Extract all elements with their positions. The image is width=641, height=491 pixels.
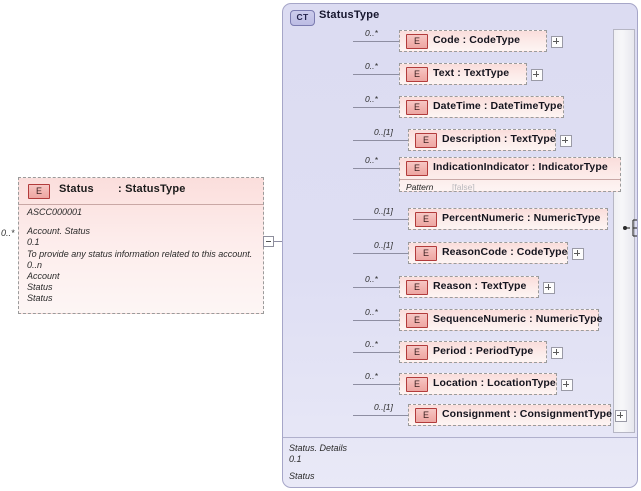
element-type-name: StatusType bbox=[125, 183, 186, 195]
footer-line-3: Status bbox=[289, 471, 315, 481]
annotation-line: To provide any status information relate… bbox=[27, 248, 253, 259]
element-row-location[interactable]: E Location : LocationType bbox=[399, 373, 557, 395]
row-cardinality: 0..[1] bbox=[374, 402, 393, 412]
row-connector bbox=[353, 384, 399, 385]
minus-icon[interactable] bbox=[263, 236, 274, 247]
annotation-line: Account bbox=[27, 271, 60, 282]
element-badge-icon: E bbox=[415, 246, 437, 261]
element-badge-icon: E bbox=[28, 184, 50, 199]
row-cardinality: 0..* bbox=[365, 371, 378, 381]
annotation-line: Status bbox=[27, 293, 53, 304]
element-row-datetime[interactable]: E DateTime : DateTimeType bbox=[399, 96, 564, 118]
row-connector bbox=[353, 168, 399, 169]
complextype-badge-icon: CT bbox=[290, 10, 315, 26]
facet-row-pattern: Pattern [false] bbox=[400, 179, 620, 194]
element-badge-icon: E bbox=[406, 280, 428, 295]
model-group-bar bbox=[613, 29, 635, 433]
row-connector bbox=[353, 320, 399, 321]
element-row-text[interactable]: E Text : TextType bbox=[399, 63, 527, 85]
element-badge-icon: E bbox=[406, 313, 428, 328]
element-badge-icon: E bbox=[406, 161, 428, 176]
annotation-line: 0.1 bbox=[27, 237, 40, 248]
expand-icon[interactable] bbox=[572, 248, 584, 260]
element-badge-icon: E bbox=[406, 100, 428, 115]
element-row-period[interactable]: E Period : PeriodType bbox=[399, 341, 547, 363]
row-connector bbox=[353, 41, 399, 42]
element-box-status[interactable]: E Status : StatusType ASCC000001 Account… bbox=[18, 177, 264, 314]
element-row-label: Period : PeriodType bbox=[433, 345, 534, 357]
row-connector bbox=[353, 140, 408, 141]
element-row-label: Description : TextType bbox=[442, 133, 556, 145]
element-badge-icon: E bbox=[406, 345, 428, 360]
sequence-icon bbox=[623, 219, 637, 237]
expand-icon[interactable] bbox=[615, 410, 627, 422]
element-row-label: Text : TextType bbox=[433, 67, 510, 79]
element-type: : StatusType bbox=[118, 183, 186, 195]
element-row-label: SequenceNumeric : NumericType bbox=[433, 313, 603, 325]
footer-line-2: 0.1 bbox=[289, 454, 302, 464]
element-badge-icon: E bbox=[415, 133, 437, 148]
element-row-code[interactable]: E Code : CodeType bbox=[399, 30, 547, 52]
element-row-label: ReasonCode : CodeType bbox=[442, 246, 568, 258]
expand-icon[interactable] bbox=[531, 69, 543, 81]
element-row-description[interactable]: E Description : TextType bbox=[408, 129, 556, 151]
expand-icon[interactable] bbox=[551, 347, 563, 359]
row-connector bbox=[353, 352, 399, 353]
row-connector bbox=[353, 74, 399, 75]
row-cardinality: 0..* bbox=[365, 307, 378, 317]
element-badge-icon: E bbox=[415, 408, 437, 423]
row-connector bbox=[353, 287, 399, 288]
element-annotation: ASCC000001 Account. Status 0.1 To provid… bbox=[27, 207, 259, 305]
row-cardinality: 0..* bbox=[365, 155, 378, 165]
element-row-label: Code : CodeType bbox=[433, 34, 521, 46]
element-row-consignment[interactable]: E Consignment : ConsignmentType bbox=[408, 404, 613, 426]
row-cardinality: 0..* bbox=[365, 28, 378, 38]
facet-value: [false] bbox=[452, 182, 475, 192]
element-box-header: E Status : StatusType bbox=[19, 178, 263, 205]
row-cardinality: 0..* bbox=[365, 339, 378, 349]
element-row-sequencenumeric[interactable]: E SequenceNumeric : NumericType bbox=[399, 309, 602, 331]
row-cardinality: 0..* bbox=[365, 94, 378, 104]
row-cardinality: 0..[1] bbox=[374, 240, 393, 250]
row-connector bbox=[353, 107, 399, 108]
element-row-label: PercentNumeric : NumericType bbox=[442, 212, 601, 224]
element-name: Status bbox=[59, 183, 94, 195]
footer-line-1: Status. Details bbox=[289, 443, 348, 453]
element-badge-icon: E bbox=[406, 34, 428, 49]
element-row-label: Reason : TextType bbox=[433, 280, 527, 292]
complextype-footer: Status. Details 0.1 Status bbox=[283, 437, 637, 487]
row-cardinality: 0..[1] bbox=[374, 127, 393, 137]
element-type-separator: : bbox=[118, 183, 122, 195]
left-element-cardinality: 0..* bbox=[1, 228, 15, 238]
element-row-label: Consignment : ConsignmentType bbox=[442, 408, 613, 420]
row-cardinality: 0..* bbox=[365, 61, 378, 71]
annotation-line: Account. Status bbox=[27, 226, 91, 237]
element-row-label: DateTime : DateTimeType bbox=[433, 100, 563, 112]
element-row-reasoncode[interactable]: E ReasonCode : CodeType bbox=[408, 242, 568, 264]
row-cardinality: 0..* bbox=[365, 274, 378, 284]
expand-icon[interactable] bbox=[551, 36, 563, 48]
element-id-line: ASCC000001 bbox=[27, 207, 83, 217]
facet-label: Pattern bbox=[406, 182, 434, 192]
element-badge-icon: E bbox=[415, 212, 437, 227]
expand-icon[interactable] bbox=[561, 379, 573, 391]
element-badge-icon: E bbox=[406, 67, 428, 82]
annotation-line: 0..n bbox=[27, 259, 43, 270]
expand-icon[interactable] bbox=[560, 135, 572, 147]
expand-icon[interactable] bbox=[543, 282, 555, 294]
row-connector bbox=[353, 253, 408, 254]
row-connector bbox=[353, 415, 408, 416]
element-row-reason[interactable]: E Reason : TextType bbox=[399, 276, 539, 298]
annotation-line: Status bbox=[27, 282, 53, 293]
row-connector bbox=[353, 219, 408, 220]
element-row-label: Location : LocationType bbox=[433, 377, 556, 389]
element-badge-icon: E bbox=[406, 377, 428, 392]
row-cardinality: 0..[1] bbox=[374, 206, 393, 216]
element-row-label: IndicationIndicator : IndicatorType bbox=[433, 161, 608, 173]
element-row-percentnumeric[interactable]: E PercentNumeric : NumericType bbox=[408, 208, 608, 230]
complextype-title: StatusType bbox=[319, 9, 380, 21]
